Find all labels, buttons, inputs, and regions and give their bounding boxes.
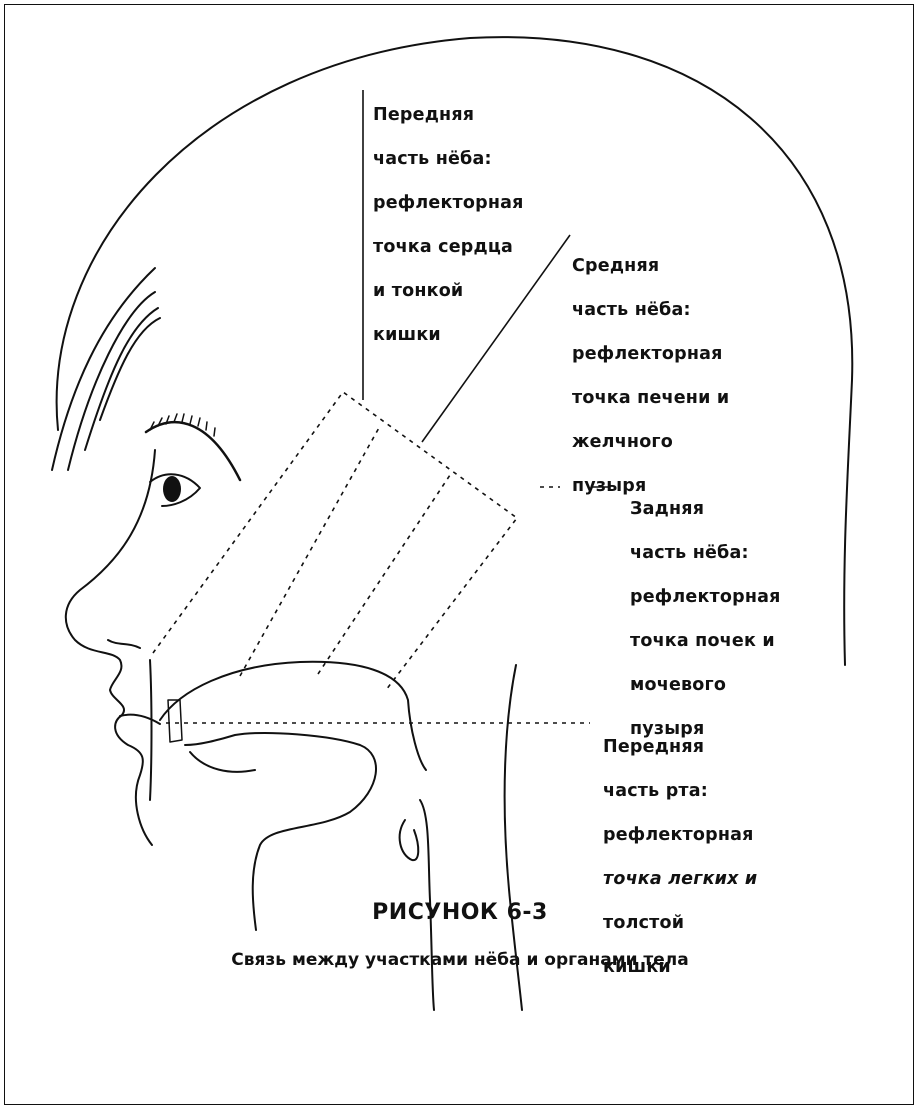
middle-palate-line-2: часть нёба:: [572, 299, 729, 321]
palate-zones: [153, 392, 590, 723]
epiglottis: [400, 820, 419, 860]
tongue-tip: [190, 752, 255, 772]
back-palate-line-5: мочевого: [630, 674, 781, 696]
figure-subtitle: Связь между участками нёба и органами те…: [0, 950, 920, 970]
back-palate-line-1: Задняя: [630, 498, 781, 520]
nostril: [108, 640, 140, 648]
back-palate-line-3: рефлекторная: [630, 586, 781, 608]
front-palate-line-2: часть нёба:: [373, 148, 524, 170]
middle-palate-line-1: Средняя: [572, 255, 729, 277]
front-mouth-line-3: рефлекторная: [603, 824, 757, 846]
zone-divider-1: [240, 426, 380, 676]
front-palate-label: Передняя часть нёба: рефлекторная точка …: [373, 82, 524, 368]
middle-palate-line-4: точка печени и: [572, 387, 729, 409]
cheek-line: [150, 660, 152, 800]
front-palate-line-5: и тонкой: [373, 280, 524, 302]
front-palate-line-4: точка сердца: [373, 236, 524, 258]
eye-iris: [163, 476, 181, 502]
front-palate-line-1: Передняя: [373, 104, 524, 126]
back-palate-line-4: точка почек и: [630, 630, 781, 652]
middle-palate-line-3: рефлекторная: [572, 343, 729, 365]
hair-strand: [52, 268, 155, 470]
back-palate-line-2: часть нёба:: [630, 542, 781, 564]
figure-title: РИСУНОК 6-3: [0, 900, 920, 925]
middle-palate-line-5: желчного: [572, 431, 729, 453]
palate-arch: [160, 662, 426, 770]
lip-line: [120, 715, 160, 724]
front-mouth-line-4: точка легких и: [603, 868, 757, 890]
front-palate-line-3: рефлекторная: [373, 192, 524, 214]
face-profile: [66, 450, 155, 845]
front-mouth-line-2: часть рта:: [603, 780, 757, 802]
eyebrow: [146, 422, 240, 480]
front-palate-line-6: кишки: [373, 324, 524, 346]
hair-strand: [100, 318, 160, 420]
front-mouth-line-1: Передняя: [603, 736, 757, 758]
